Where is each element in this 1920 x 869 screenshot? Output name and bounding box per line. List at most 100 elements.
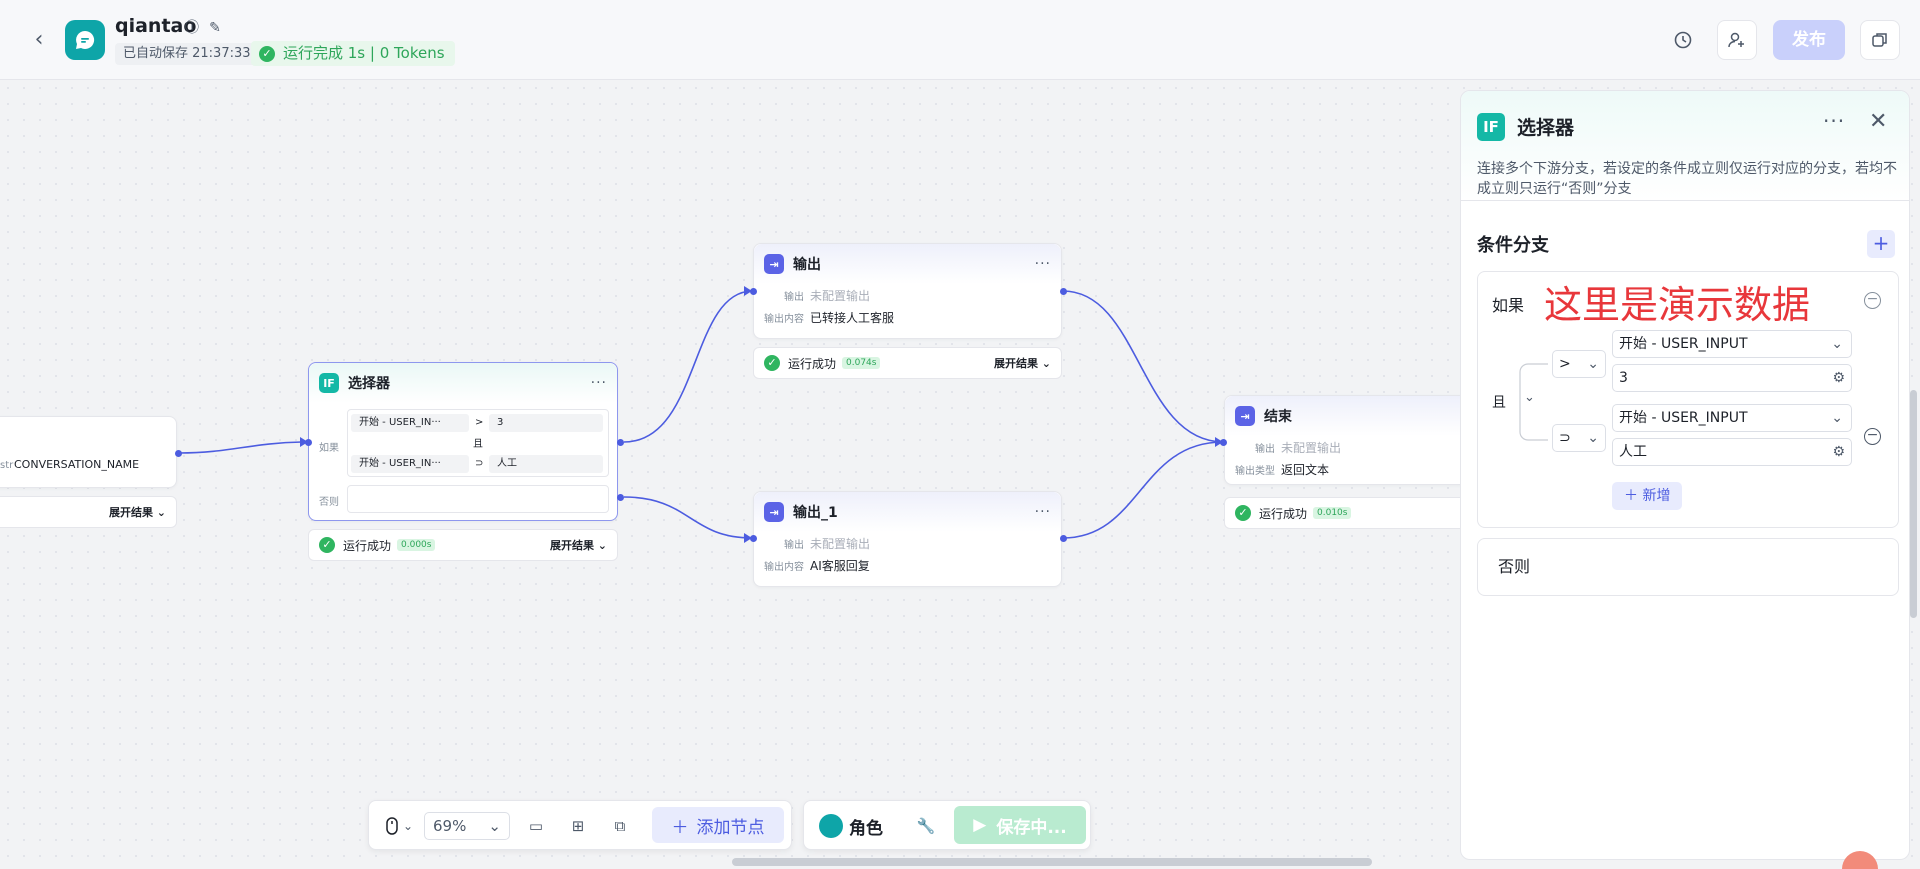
output-status-text: 运行成功: [788, 356, 837, 371]
condition-box[interactable]: [347, 409, 609, 477]
output-in-port[interactable]: [750, 288, 757, 295]
role-icon: [819, 814, 843, 838]
row-value: 未配置输出: [810, 536, 871, 551]
back-icon[interactable]: ‹: [34, 27, 44, 52]
check-icon: ✓: [764, 355, 780, 371]
row-value: 已转接人工客服: [810, 310, 895, 325]
more-icon[interactable]: ···: [1034, 256, 1051, 272]
else-label: 否则: [319, 497, 339, 508]
selector-status-bar: ✓ 运行成功 0.000s 展开结果 ⌄: [308, 529, 618, 561]
run-status-text: 运行完成 1s | 0 Tokens: [283, 44, 445, 62]
edit-icon[interactable]: ✎: [209, 20, 221, 36]
output-1-in-port[interactable]: [750, 535, 757, 542]
add-node-button[interactable]: ＋添加节点: [652, 807, 784, 843]
row-label: 输出: [784, 291, 804, 303]
save-button[interactable]: ▶保存中...: [954, 806, 1086, 844]
start-node[interactable]: str CONVERSATION_NAME: [0, 416, 177, 488]
value2-input[interactable]: 人工⚙: [1612, 438, 1852, 466]
output-out-port[interactable]: [1060, 288, 1067, 295]
row-label: 输出: [1255, 443, 1275, 455]
var-tag: str: [0, 460, 14, 471]
collaborator-button[interactable]: [1717, 20, 1757, 60]
output-expand-button[interactable]: 展开结果 ⌄: [993, 357, 1051, 370]
cond2-right: 人工: [489, 455, 603, 473]
selector-in-port[interactable]: [305, 439, 312, 446]
end-node[interactable]: ⇥ 结束 输出未配置输出 输出类型返回文本: [1224, 395, 1474, 485]
remove-condition-icon[interactable]: −: [1864, 428, 1881, 445]
canvas-scrollbar[interactable]: [732, 858, 1372, 866]
start-expand-button[interactable]: 展开结果 ⌄: [108, 506, 166, 519]
autosave-badge: 已自动保存 21:37:33: [115, 43, 259, 65]
zoom-select[interactable]: 69%⌄: [424, 812, 510, 840]
else-box[interactable]: [347, 485, 609, 513]
add-branch-button[interactable]: +: [1867, 230, 1895, 258]
add-user-icon: [1728, 32, 1744, 48]
if-label: 如果: [1492, 296, 1525, 315]
value1-input[interactable]: 3⚙: [1612, 364, 1852, 392]
minimap-icon[interactable]: ⧉: [614, 817, 626, 835]
history-button[interactable]: [1663, 20, 1703, 60]
output-1-out-port[interactable]: [1060, 535, 1067, 542]
add-condition-button[interactable]: ＋ 新增: [1612, 482, 1683, 510]
top-header: ‹ qiantao ⓘ ✎ 已自动保存 21:37:33 ✓ 运行完成 1s |…: [0, 0, 1920, 80]
op2-select[interactable]: ⊃⌄: [1552, 424, 1606, 452]
run-status-badge: ✓ 运行完成 1s | 0 Tokens: [251, 41, 455, 66]
join-bracket: [1519, 363, 1548, 441]
panel-scrollbar[interactable]: [1910, 390, 1917, 618]
check-icon: ✓: [1235, 505, 1251, 521]
copy-icon: [1872, 33, 1887, 47]
history-icon: [1674, 31, 1692, 49]
selector-expand-button[interactable]: 展开结果 ⌄: [549, 539, 607, 552]
output-status-bar: ✓ 运行成功 0.074s 展开结果 ⌄: [753, 347, 1062, 379]
settings-icon: ⚙: [1832, 370, 1845, 386]
pointer-mode-button[interactable]: ⌄: [379, 812, 415, 840]
selector-node[interactable]: IF 选择器 ··· 如果 开始 - USER_IN··· > 3 且 开始 -…: [308, 362, 618, 521]
end-icon: ⇥: [1235, 406, 1255, 426]
canvas-toolbar: ⌄ 69%⌄ ▭ ⊞ ⧉ ＋添加节点: [368, 800, 792, 850]
var1-select[interactable]: 开始 - USER_INPUT⌄: [1612, 330, 1852, 358]
row-value: 未配置输出: [1281, 440, 1342, 455]
cond1-right: 3: [489, 414, 603, 432]
row-label: 输出内容: [764, 313, 804, 325]
output-icon: ⇥: [764, 254, 784, 274]
debug-icon[interactable]: 🔧: [916, 817, 936, 835]
selector-status-text: 运行成功: [343, 538, 392, 553]
end-status-bar: ✓ 运行成功 0.010s: [1224, 497, 1474, 529]
more-icon[interactable]: ···: [1823, 109, 1846, 133]
more-icon[interactable]: ···: [590, 375, 607, 391]
demo-watermark: 这里是演示数据: [1544, 283, 1811, 327]
remove-branch-icon[interactable]: −: [1864, 292, 1881, 309]
more-icon[interactable]: ···: [1034, 504, 1051, 520]
assistant-avatar[interactable]: [1842, 851, 1878, 869]
app-logo: [65, 20, 105, 60]
panel-title: 选择器: [1517, 117, 1575, 139]
end-in-port[interactable]: [1220, 439, 1227, 446]
join-dropdown[interactable]: ⌄: [1524, 390, 1535, 405]
start-out-port[interactable]: [175, 450, 182, 457]
end-status-text: 运行成功: [1259, 506, 1308, 521]
comment-icon[interactable]: ▭: [528, 817, 544, 835]
var-name: CONVERSATION_NAME: [14, 458, 140, 471]
cond2-left: 开始 - USER_IN···: [351, 455, 469, 473]
if-label: 如果: [319, 443, 339, 454]
op1-select[interactable]: >⌄: [1552, 350, 1606, 378]
run-toolbar: 角色 🔧 ▶保存中...: [803, 800, 1091, 850]
layout-icon[interactable]: ⊞: [571, 817, 585, 835]
var2-select[interactable]: 开始 - USER_INPUT⌄: [1612, 404, 1852, 432]
info-icon[interactable]: ⓘ: [185, 20, 199, 36]
output-node[interactable]: ⇥ 输出 ··· 输出未配置输出 输出内容已转接人工客服: [753, 243, 1062, 339]
panel-description: 连接多个下游分支，若设定的条件成立则仅运行对应的分支，若均不成立则只运行“否则”…: [1477, 161, 1897, 197]
close-icon[interactable]: ✕: [1869, 109, 1888, 134]
selector-if-port[interactable]: [617, 439, 624, 446]
settings-icon: ⚙: [1832, 444, 1845, 460]
copy-button[interactable]: [1860, 20, 1900, 60]
publish-button[interactable]: 发布: [1773, 20, 1845, 60]
mouse-icon: [386, 817, 398, 835]
selector-else-port[interactable]: [617, 494, 624, 501]
check-icon: ✓: [259, 45, 275, 62]
join-label: 且: [1492, 395, 1506, 411]
cond2-op: ⊃: [475, 458, 484, 469]
row-value: 未配置输出: [810, 288, 871, 303]
role-button[interactable]: 角色: [816, 812, 886, 840]
